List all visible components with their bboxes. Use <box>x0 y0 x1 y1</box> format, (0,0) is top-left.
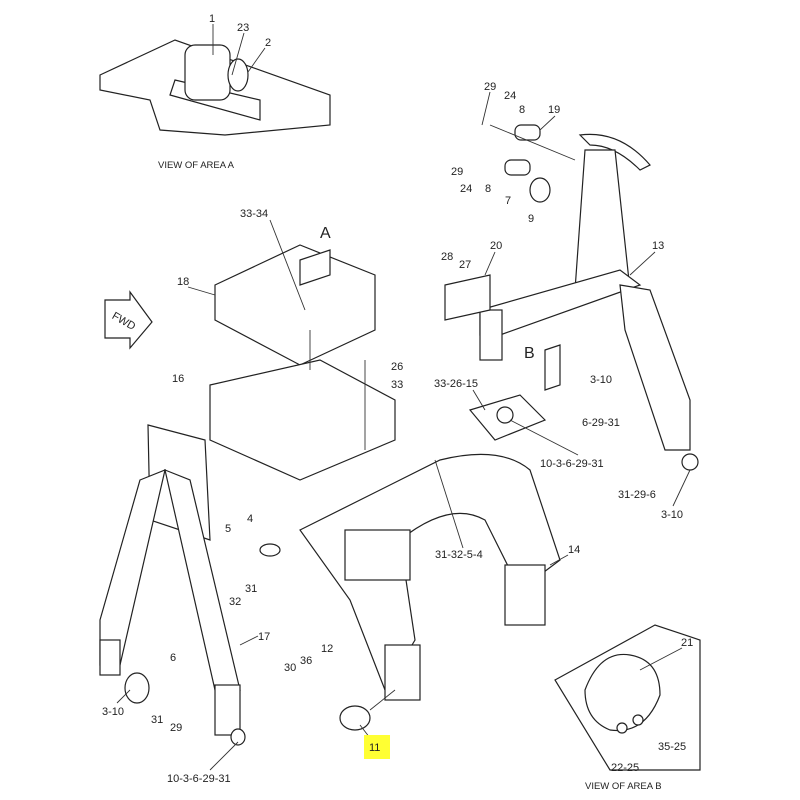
area-b-marker: B <box>524 345 535 362</box>
callout: 1 <box>209 13 215 25</box>
callout: 31 <box>151 714 163 726</box>
callout: 6-29-31 <box>582 417 620 429</box>
frame-13-drawing <box>444 124 699 471</box>
callout: 3-10 <box>590 374 612 386</box>
callout: 21 <box>681 637 693 649</box>
callout: 13 <box>652 240 664 252</box>
leader-lines <box>116 91 691 771</box>
callout: 5 <box>225 523 231 535</box>
callout: 8 <box>519 104 525 116</box>
callout: 10-3-6-29-31 <box>540 458 604 470</box>
callout: 6 <box>170 652 176 664</box>
callout: 19 <box>548 104 560 116</box>
callout: 29 <box>451 166 463 178</box>
callout: 2 <box>265 37 271 49</box>
callout: 30 <box>284 662 296 674</box>
callout: 35-25 <box>658 741 686 753</box>
callout: 24 <box>504 90 516 102</box>
callout: 31-29-6 <box>618 489 656 501</box>
frame-17-drawing <box>99 424 246 746</box>
callout-labels: 1 23 2 29 24 8 19 29 24 8 7 9 33-34 18 2… <box>102 13 693 785</box>
callout: 33 <box>391 379 403 391</box>
callout: 23 <box>237 22 249 34</box>
callout: 9 <box>528 213 534 225</box>
callout: 36 <box>300 655 312 667</box>
callout: 4 <box>247 513 253 525</box>
callout: 7 <box>505 195 511 207</box>
view-area-b-drawing <box>554 624 701 771</box>
callout: 24 <box>460 183 472 195</box>
callout: 33-34 <box>240 208 268 220</box>
callout: 10-3-6-29-31 <box>167 773 231 785</box>
callout: 3-10 <box>102 706 124 718</box>
view-area-b-caption: VIEW OF AREA B <box>585 781 662 792</box>
highlight-11 <box>364 735 390 759</box>
callout: 20 <box>490 240 502 252</box>
callout: 28 <box>441 251 453 263</box>
callout: 18 <box>177 276 189 288</box>
callout: 32 <box>229 596 241 608</box>
callout: 16 <box>172 373 184 385</box>
callout: 8 <box>485 183 491 195</box>
callout: 31 <box>245 583 257 595</box>
callout: 29 <box>170 722 182 734</box>
callout: 22-25 <box>611 762 639 774</box>
callout-highlighted: 11 <box>369 742 380 754</box>
callout: 14 <box>568 544 580 556</box>
plates-drawing <box>209 244 396 481</box>
callout: 26 <box>391 361 403 373</box>
view-area-a-drawing <box>99 24 331 136</box>
view-area-a-caption: VIEW OF AREA A <box>158 160 235 171</box>
callout: 27 <box>459 259 471 271</box>
callout: 33-26-15 <box>434 378 478 390</box>
callout: 31-32-5-4 <box>435 549 483 561</box>
callout: 3-10 <box>661 509 683 521</box>
callout: 29 <box>484 81 496 93</box>
callout: 17 <box>258 631 270 643</box>
frame-14-drawing <box>259 453 561 731</box>
callout: 12 <box>321 643 333 655</box>
area-a-marker: A <box>320 225 331 242</box>
fwd-arrow <box>104 290 153 350</box>
